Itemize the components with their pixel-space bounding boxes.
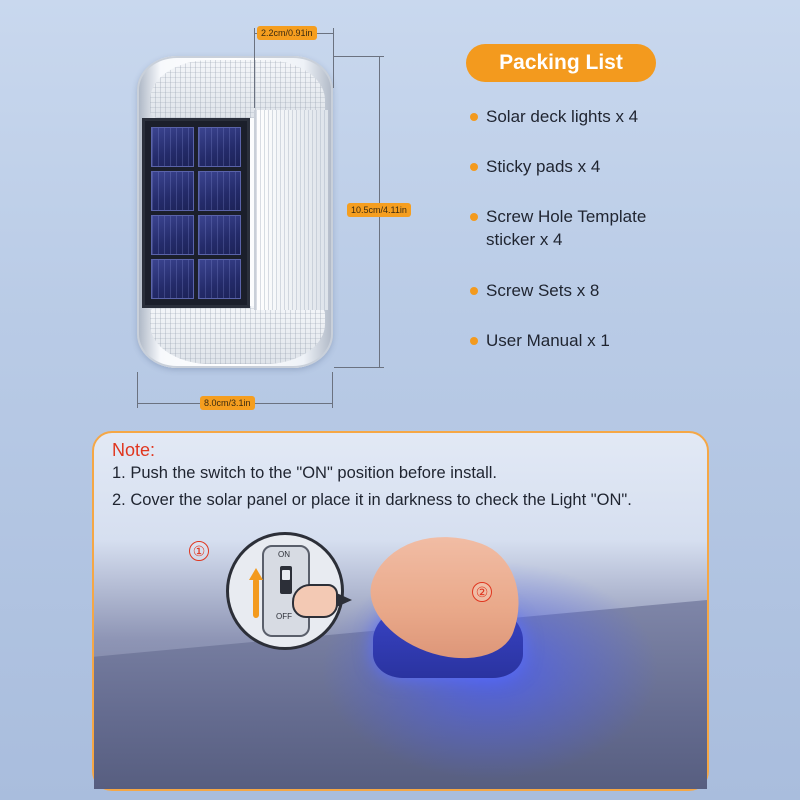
solar-cell [151,127,194,167]
switch-on-label: ON [278,550,290,559]
switch-off-label: OFF [276,612,292,621]
light-bottom-lens [150,306,325,364]
dimension-tick [334,367,384,368]
height-label: 10.5cm/4.11in [347,203,411,217]
solar-panel [142,118,250,308]
packing-item: User Manual x 1 [470,329,710,352]
arrow-up-icon [253,578,259,618]
packing-item: Screw Hole Template sticker x 4 [470,205,710,251]
dimension-tick [254,28,255,108]
bullet-dot [470,212,478,221]
solar-cell [151,215,194,255]
arrow-up-head-icon [249,568,263,580]
bullet-dot [470,162,478,171]
note-title: Note: [112,440,156,460]
dimension-tick [333,28,334,88]
note-line-2: 2. Cover the solar panel or place it in … [112,491,632,509]
step-1-marker: ① [189,541,209,561]
step-2-marker: ② [472,582,492,602]
bullet-dot [470,112,478,121]
switch-knob [282,570,290,580]
solar-cell [198,171,241,211]
bullet-dot [470,336,478,345]
solar-cell [151,259,194,299]
dimension-tick [332,372,333,408]
top-width-label: 2.2cm/0.91in [257,26,317,40]
solar-cell [198,259,241,299]
packing-item: Solar deck lights x 4 [470,105,710,128]
bullet-dot [470,286,478,295]
dimension-tick [137,372,138,408]
pointing-finger-icon [292,584,338,618]
solar-cell [198,127,241,167]
light-top-lens [150,60,325,118]
bottom-width-label: 8.0cm/3.1in [200,396,255,410]
light-side-lens [254,110,328,310]
packing-item: Screw Sets x 8 [470,279,710,302]
solar-cell [198,215,241,255]
packing-list-title: Packing List [466,44,656,82]
dimension-tick [334,56,384,57]
packing-item: Sticky pads x 4 [470,155,710,178]
note-line-1: 1. Push the switch to the "ON" position … [112,464,497,482]
solar-cell [151,171,194,211]
